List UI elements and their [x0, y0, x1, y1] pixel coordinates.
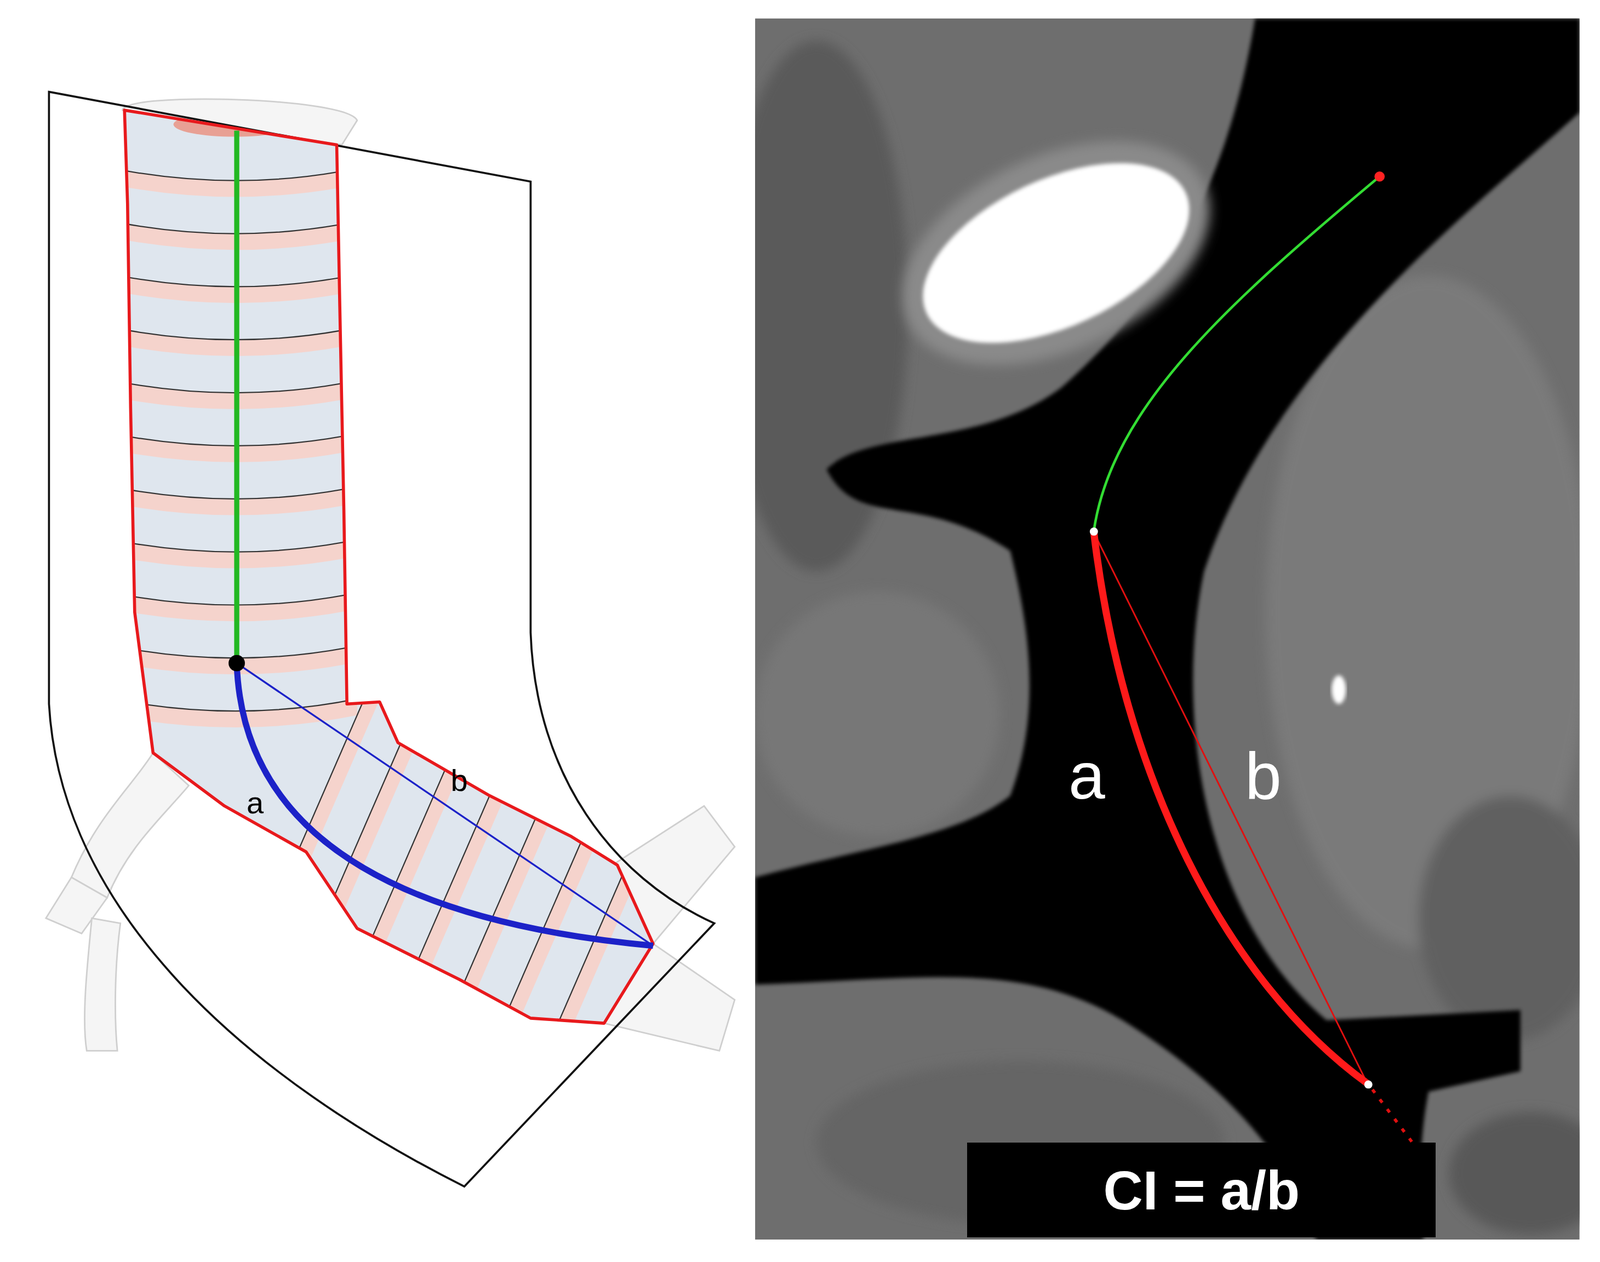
ring-line: [551, 776, 666, 1040]
faded-bronchi: [46, 99, 735, 1052]
ct-bend-point: [1089, 527, 1099, 536]
ring-line: [456, 735, 572, 999]
ring-line: [269, 654, 385, 918]
chord-b: [236, 663, 654, 947]
ring-line: [316, 675, 431, 939]
airway-outline: [124, 110, 654, 1024]
ring-band: [504, 756, 632, 1026]
ct-upper-centerline: [1093, 176, 1380, 531]
ring-line: [112, 699, 358, 712]
ring-line: [504, 756, 619, 1020]
formula-text: CI = a/b: [1103, 1163, 1300, 1219]
section-plane: [48, 92, 714, 1188]
measure-label: a: [1068, 743, 1106, 809]
ct-end-point: [1364, 1080, 1373, 1089]
ring-band: [456, 735, 585, 1005]
ct-dotted-continuation: [1372, 1089, 1417, 1148]
formula-box: CI = a/b: [967, 1143, 1436, 1238]
ring-band: [410, 715, 539, 985]
ct-start-point: [1374, 171, 1385, 182]
ring-line: [363, 695, 478, 959]
ring-band: [269, 654, 398, 923]
measure-label: b: [450, 765, 468, 797]
ring-band: [316, 675, 444, 944]
measure-label: b: [1244, 743, 1282, 809]
measure-label: a: [246, 787, 264, 819]
upper-centerline: [233, 130, 239, 664]
ct-arc-a: [1093, 532, 1368, 1084]
ct-chord-b: [1093, 532, 1368, 1084]
arc-a: [236, 663, 654, 947]
cartilage-rings: [112, 112, 679, 1046]
ct-image: [755, 18, 1580, 1240]
carina-point: [228, 655, 245, 672]
ring-band: [363, 695, 491, 964]
